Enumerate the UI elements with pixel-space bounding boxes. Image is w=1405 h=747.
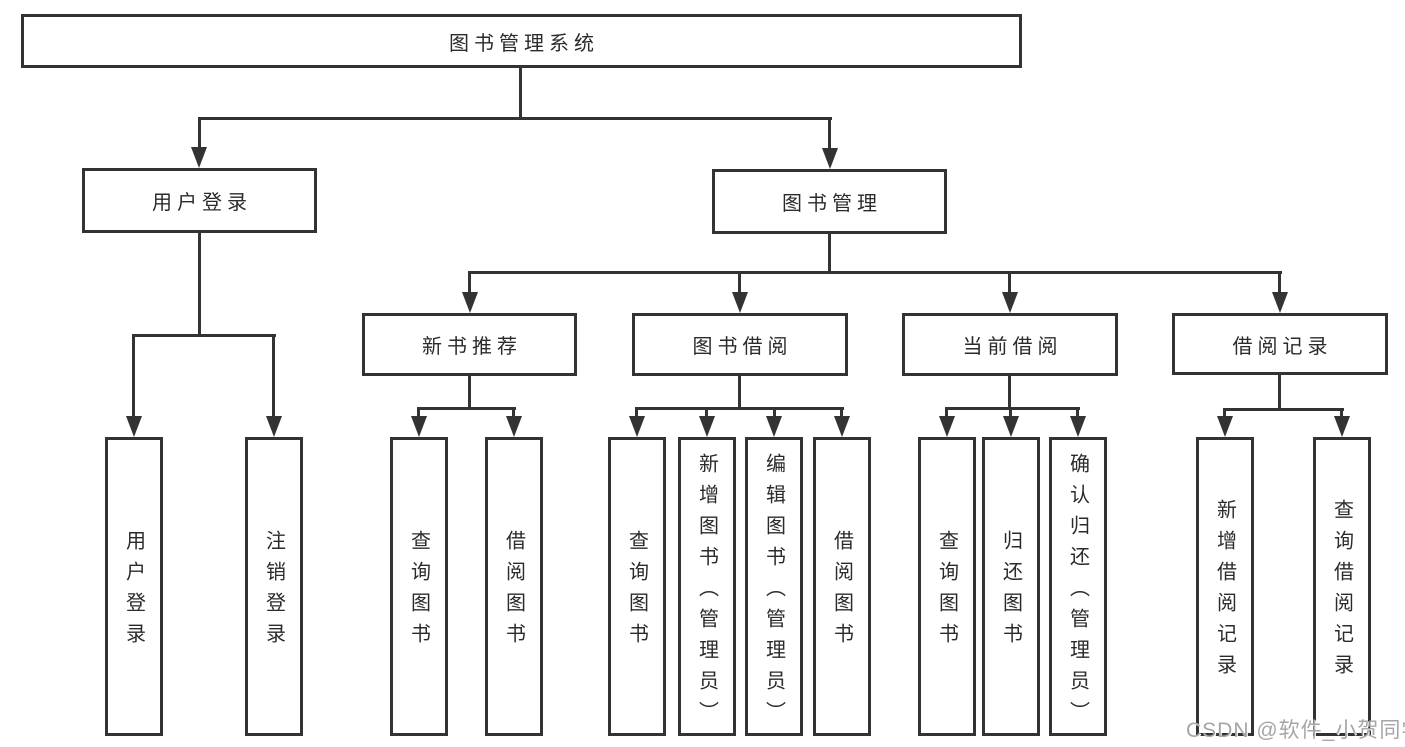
node-library-system: 图书管理系统 <box>21 14 1022 68</box>
node-label: 新增图书（管理员） <box>695 452 718 732</box>
node-label: 确认归还（管理员） <box>1066 452 1089 732</box>
leaf-logout: 注销登录 <box>245 437 303 736</box>
node-label: 用户登录 <box>122 530 145 654</box>
connector-line <box>828 234 831 272</box>
watermark: CSDN @软件_小贺同学 <box>1186 719 1405 742</box>
connector-line <box>1223 408 1226 418</box>
connector-line <box>635 407 638 418</box>
connector-line <box>417 407 420 418</box>
node-label: 查询图书 <box>935 530 958 654</box>
connector-line <box>1278 375 1281 409</box>
connector-line <box>705 407 708 418</box>
leaf-confirm-return-admin: 确认归还（管理员） <box>1049 437 1107 736</box>
arrow-down-icon <box>1003 416 1019 437</box>
leaf-add-books-admin: 新增图书（管理员） <box>678 437 736 736</box>
node-label: 借阅图书 <box>830 530 853 654</box>
leaf-edit-books-admin: 编辑图书（管理员） <box>745 437 803 736</box>
connector-line <box>417 407 516 410</box>
connector-line <box>1223 408 1344 411</box>
arrow-down-icon <box>266 416 282 437</box>
node-book-management: 图书管理 <box>712 169 947 234</box>
leaf-user-login: 用户登录 <box>105 437 163 736</box>
connector-line <box>840 407 843 418</box>
connector-line <box>773 407 776 418</box>
connector-line <box>1008 376 1011 408</box>
arrow-down-icon <box>1070 416 1086 437</box>
connector-line <box>1009 407 1012 418</box>
connector-line <box>132 334 276 337</box>
node-label: 归还图书 <box>999 530 1022 654</box>
node-user-login: 用户登录 <box>82 168 317 233</box>
node-label: 查询图书 <box>625 530 648 654</box>
connector-line <box>1278 271 1281 293</box>
connector-line <box>738 376 741 408</box>
connector-line <box>468 271 471 293</box>
connector-line <box>1340 408 1343 418</box>
arrow-down-icon <box>629 416 645 437</box>
arrow-down-icon <box>939 416 955 437</box>
arrow-down-icon <box>506 416 522 437</box>
node-label: 借阅记录 <box>1232 335 1333 358</box>
connector-line <box>635 407 844 410</box>
arrow-down-icon <box>1002 292 1018 313</box>
connector-line <box>738 271 741 293</box>
leaf-borrow-query-books: 查询图书 <box>608 437 666 736</box>
arrow-down-icon <box>1217 416 1233 437</box>
connector-line <box>272 334 275 418</box>
connector-line <box>468 271 1282 274</box>
leaf-query-borrow-record: 查询借阅记录 <box>1313 437 1371 736</box>
leaf-return-books: 归还图书 <box>982 437 1040 736</box>
arrow-down-icon <box>126 416 142 437</box>
connector-line <box>519 68 522 118</box>
leaf-recommend-query-books: 查询图书 <box>390 437 448 736</box>
connector-line <box>468 376 471 408</box>
node-label: 查询借阅记录 <box>1330 499 1353 685</box>
connector-line <box>945 407 948 418</box>
leaf-borrow-books: 借阅图书 <box>813 437 871 736</box>
arrow-down-icon <box>191 147 207 168</box>
node-new-book-recommend: 新书推荐 <box>362 313 577 376</box>
leaf-current-query-books: 查询图书 <box>918 437 976 736</box>
arrow-down-icon <box>1272 292 1288 313</box>
connector-line <box>132 334 135 418</box>
arrow-down-icon <box>766 416 782 437</box>
arrow-down-icon <box>822 148 838 169</box>
node-label: 注销登录 <box>262 530 285 654</box>
arrow-down-icon <box>834 416 850 437</box>
connector-line <box>1008 271 1011 293</box>
arrow-down-icon <box>732 292 748 313</box>
node-label: 借阅图书 <box>502 530 525 654</box>
leaf-recommend-borrow-books: 借阅图书 <box>485 437 543 736</box>
connector-line <box>945 407 1080 410</box>
connector-line <box>512 407 515 418</box>
connector-line <box>198 233 201 335</box>
node-book-borrow: 图书借阅 <box>632 313 848 376</box>
node-label: 当前借阅 <box>962 336 1063 358</box>
arrow-down-icon <box>699 416 715 437</box>
connector-line <box>198 117 201 149</box>
node-label: 用户登录 <box>152 192 252 214</box>
node-borrow-records: 借阅记录 <box>1172 313 1388 375</box>
node-label: 图书借阅 <box>692 336 793 358</box>
node-label: 图书管理 <box>782 193 882 215</box>
connector-line <box>198 117 832 120</box>
node-label: 编辑图书（管理员） <box>762 452 785 732</box>
connector-line <box>1076 407 1079 418</box>
node-label: 图书管理系统 <box>449 32 599 55</box>
connector-line <box>828 117 831 149</box>
node-label: 新增借阅记录 <box>1213 499 1236 685</box>
leaf-add-borrow-record: 新增借阅记录 <box>1196 437 1254 736</box>
node-current-borrow: 当前借阅 <box>902 313 1118 376</box>
node-label: 查询图书 <box>407 530 430 654</box>
arrow-down-icon <box>1334 416 1350 437</box>
node-label: 新书推荐 <box>422 336 522 358</box>
arrow-down-icon <box>411 416 427 437</box>
arrow-down-icon <box>462 292 478 313</box>
